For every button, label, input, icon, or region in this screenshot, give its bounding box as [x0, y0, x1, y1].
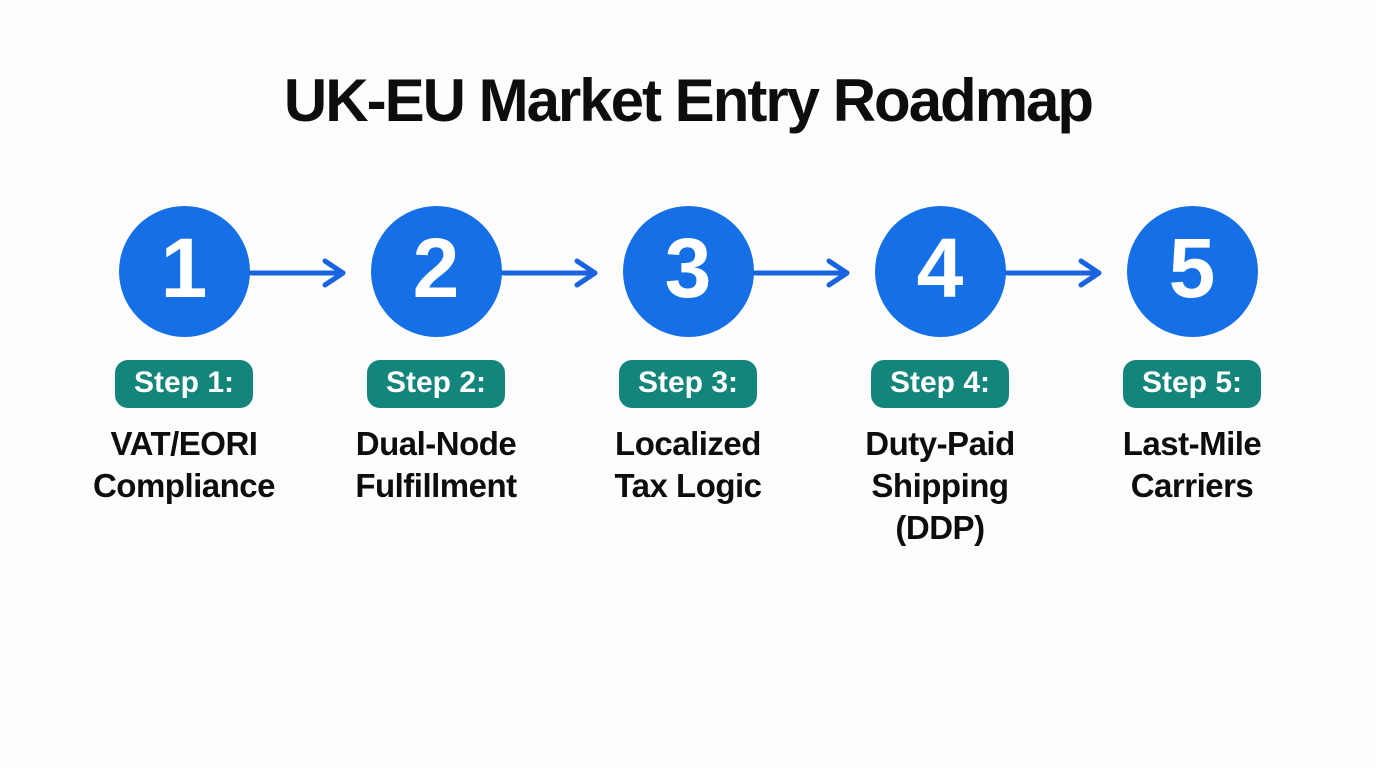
step-label: VAT/EORI Compliance — [92, 425, 276, 504]
step-label: Last-Mile Carriers — [1122, 425, 1262, 504]
right-arrow-icon — [500, 258, 598, 288]
roadmap-step-2: 2 Step 2: Dual-Node Fulfillment — [310, 206, 598, 549]
roadmap: 1 Step 1: VAT/EORI Compliance 2 Step 2: … — [0, 206, 1376, 549]
step-badge: Step 1: — [114, 360, 254, 408]
roadmap-step-4: 4 Step 4: Duty-Paid Shipping (DDP) — [814, 206, 1102, 549]
step-badge: Step 4: — [870, 360, 1010, 408]
step-label: Dual-Node Fulfillment — [355, 425, 517, 504]
roadmap-step-3: 3 Step 3: Localized Tax Logic — [562, 206, 850, 549]
step-number: 3 — [664, 220, 712, 315]
step-number: 2 — [412, 220, 460, 315]
right-arrow-icon — [752, 258, 850, 288]
step-badge: Step 3: — [618, 360, 758, 408]
right-arrow-icon — [1004, 258, 1102, 288]
step-circle: 5 — [1126, 206, 1258, 337]
step-label: Duty-Paid Shipping (DDP) — [865, 425, 1015, 546]
right-arrow-icon — [248, 258, 346, 288]
page-title: UK-EU Market Entry Roadmap — [283, 67, 1094, 134]
step-number: 5 — [1168, 220, 1216, 315]
step-circle: 2 — [370, 206, 502, 337]
step-label: Localized Tax Logic — [614, 425, 762, 504]
step-circle: 1 — [118, 206, 250, 337]
step-number: 4 — [916, 220, 964, 315]
step-badge: Step 2: — [366, 360, 506, 408]
roadmap-step-1: 1 Step 1: VAT/EORI Compliance — [58, 206, 346, 549]
step-number: 1 — [160, 220, 208, 315]
roadmap-step-5: 5 Step 5: Last-Mile Carriers — [1066, 206, 1318, 549]
step-circle: 3 — [622, 206, 754, 337]
step-circle: 4 — [874, 206, 1006, 337]
step-badge: Step 5: — [1122, 360, 1262, 408]
